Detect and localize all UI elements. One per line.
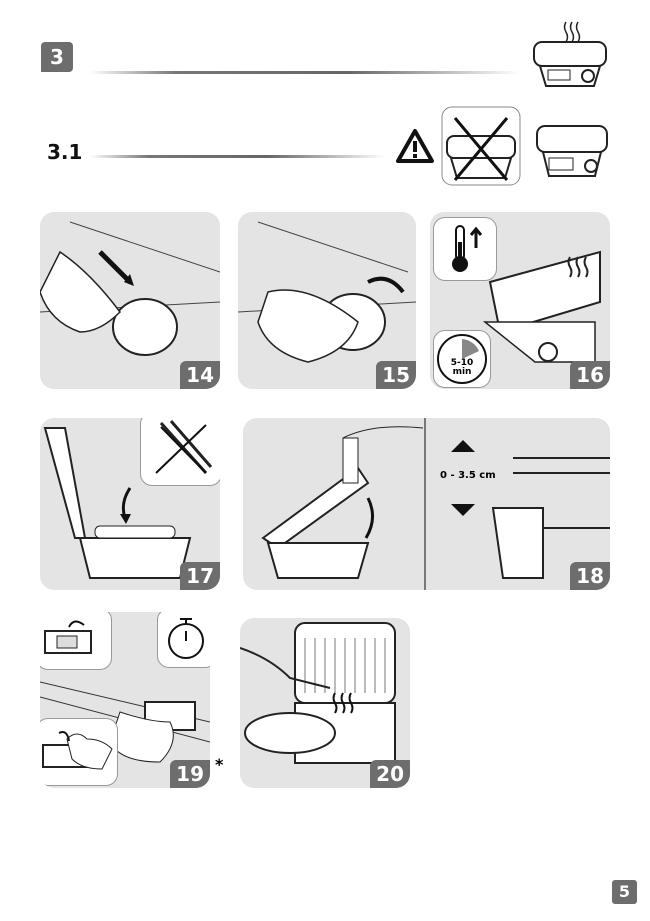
no-fork-knife-icon — [155, 420, 213, 475]
step-16-panel: 5-10 min 16 — [430, 212, 610, 389]
step-14-panel: 14 — [40, 212, 220, 389]
step-number: 17 — [180, 562, 220, 590]
step-number: 19 — [170, 760, 210, 788]
step-18-panel: 0 - 3.5 cm 18 — [243, 418, 610, 590]
subsection-rule — [90, 155, 385, 158]
step-15-panel: 15 — [238, 212, 416, 389]
timer-switch-icon — [44, 620, 92, 654]
step-19-panel: 19 — [40, 612, 210, 788]
press-button-illustration — [40, 221, 220, 356]
section-rule — [90, 71, 520, 74]
footnote-marker: * — [215, 755, 224, 774]
warning-icon — [396, 129, 434, 163]
timer-switch-press-icon — [42, 731, 113, 770]
preheat-illustration — [482, 250, 601, 363]
stopwatch-icon — [168, 618, 204, 659]
step-number: 18 — [570, 562, 610, 590]
step-17-panel: 17 — [40, 418, 220, 590]
thermometer-up-icon — [452, 225, 483, 272]
grill-closed-icon — [536, 125, 608, 177]
step-number: 20 — [370, 760, 410, 788]
timer-inset: 5-10 min — [433, 330, 491, 388]
turn-dial-illustration — [238, 221, 416, 363]
timer-button-down-inset — [40, 718, 118, 786]
gap-range-label: 0 - 3.5 cm — [440, 470, 496, 481]
step-number: 16 — [570, 361, 610, 389]
close-lid-illustration — [43, 427, 192, 579]
step-number: 15 — [376, 361, 416, 389]
thermometer-inset — [433, 217, 497, 281]
subsection-number: 3.1 — [47, 140, 83, 164]
step-20-panel: 20 — [240, 618, 410, 788]
section-number-badge: 3 — [41, 42, 73, 72]
stopwatch-inset — [157, 612, 210, 668]
step-number: 14 — [180, 361, 220, 389]
clock-icon — [437, 334, 487, 384]
serve-food-illustration — [240, 622, 396, 782]
timer-label: 5-10 — [450, 358, 474, 368]
timer-unit: min — [452, 367, 472, 377]
adjust-lid-height-illustration — [261, 418, 610, 590]
do-not-touch-icon — [441, 106, 521, 186]
no-metal-utensils-inset — [140, 418, 220, 486]
timer-button-up-inset — [40, 612, 112, 670]
grill-closed-hot-icon — [533, 21, 607, 87]
timer-button-illustration — [40, 681, 210, 763]
page-number: 5 — [612, 880, 637, 904]
